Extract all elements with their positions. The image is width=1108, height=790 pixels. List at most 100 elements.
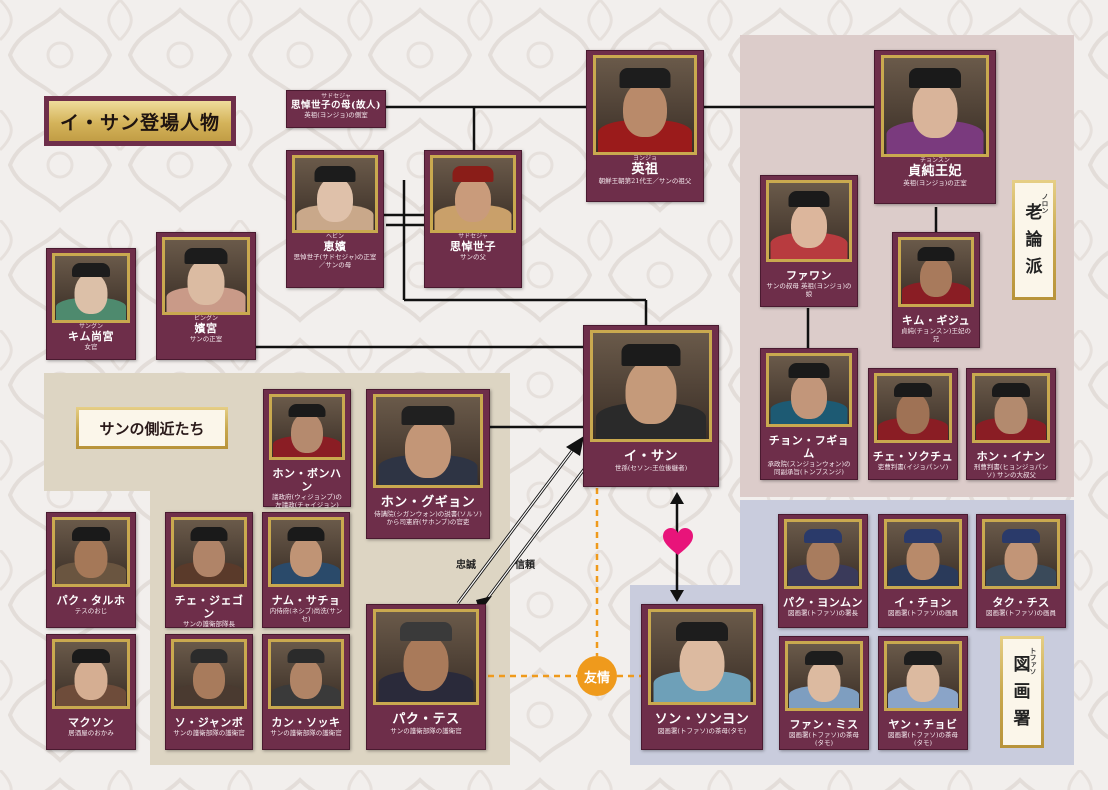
person-name: チェ・ソクチュ [872, 450, 954, 463]
portrait-photo [268, 517, 344, 587]
person-name: チェ・ジェゴン [174, 594, 244, 620]
person-role: 図画署(トファソ)の茶母(タモ) [657, 727, 747, 735]
person-card-nam-sacho[interactable]: ナム・サチョ内侍府(ネシブ)尚洗(サンセ) [262, 512, 350, 628]
person-role: 図画署(トファソ)の茶母(タモ) [788, 731, 860, 747]
dohwaseo-char-1: 図 [1013, 654, 1031, 675]
person-card-park-daesu[interactable]: パク・テスサンの護衛部隊の護衛官 [366, 604, 486, 750]
portrait-headwear [400, 622, 452, 641]
person-card-kim-guju[interactable]: キム・ギジュ貞純(チョンスン)王妃の兄 [892, 232, 980, 348]
person-role: 議政府(ウィジョンブ)の左議政(チャイジョン) [272, 493, 342, 509]
portrait-photo [52, 517, 130, 587]
portrait-photo [52, 253, 130, 323]
person-role: サンの護衛部隊長 [183, 620, 235, 628]
person-card-so-jangbo[interactable]: ソ・ジャンボサンの護衛部隊の護衛官 [165, 634, 253, 750]
portrait-headwear [804, 529, 842, 543]
person-name: 嬪宮 [194, 322, 218, 335]
person-card-kim-sanggung[interactable]: サングンキム尚宮女官 [46, 248, 136, 360]
portrait-headwear [287, 527, 325, 541]
person-role: 女官 [84, 343, 98, 351]
dohwaseo-ruby: トファソ [1029, 647, 1038, 675]
portrait-photo [766, 180, 852, 262]
person-role: 図画署(トファソ)の茶母(タモ) [887, 731, 959, 747]
person-name: ファン・ミス [789, 718, 859, 731]
portrait-photo [430, 155, 516, 233]
portrait-headwear [788, 191, 830, 207]
portrait-headwear [1002, 529, 1040, 543]
person-ruby [266, 587, 346, 594]
portrait-headwear [904, 529, 942, 543]
person-card-i-chong[interactable]: イ・チョン図画署(トファソ)の画員 [878, 514, 968, 628]
portrait-photo [373, 609, 479, 705]
person-card-jeong-hugyeom[interactable]: チョン・フギョム承政院(スンジョンウォン)の同副承旨(トンブスンジ) [760, 348, 858, 480]
noron-char-2: 論 [1025, 229, 1043, 250]
person-card-jeongsun[interactable]: チョンスン貞純王妃英祖(ヨンジョ)の正室 [874, 50, 996, 204]
portrait-face [807, 661, 841, 702]
portrait-face [290, 659, 322, 699]
chart-title-text: イ・サン登場人物 [49, 101, 231, 141]
noron-ruby: ノロン [1041, 193, 1050, 214]
portrait-photo [784, 519, 862, 589]
person-ruby: サドセジャ [321, 93, 351, 100]
portrait-face [920, 257, 952, 297]
person-name: 思悼世子 [450, 240, 496, 253]
person-ruby [370, 705, 482, 712]
person-ruby [587, 442, 715, 449]
portrait-photo [884, 519, 962, 589]
portrait-face [403, 635, 449, 691]
portrait-headwear [72, 649, 110, 663]
portrait-headwear [909, 68, 961, 88]
portrait-photo [268, 639, 344, 709]
person-role: 図画署(トファソ)の署長 [787, 609, 859, 617]
person-card-kang-sukgi[interactable]: カン・ソッキサンの護衛部隊の護衛官 [262, 634, 350, 750]
portrait-headwear [72, 527, 110, 541]
person-card-park-yongmun[interactable]: パク・ヨンムン図画署(トファソ)の署長 [778, 514, 868, 628]
portrait-headwear [190, 527, 228, 541]
person-card-sado-mother[interactable]: サドセジャ 思悼世子の母(故人) 英祖(ヨンジョ)の側室 [286, 90, 386, 128]
portrait-headwear [314, 166, 356, 182]
friendship-label: 友情 [583, 670, 610, 686]
person-card-tak-chisu[interactable]: タク・チス図画署(トファソ)の画員 [976, 514, 1066, 628]
person-card-bingung[interactable]: ビングン嬪宮サンの正室 [156, 232, 256, 360]
portrait-photo [171, 639, 247, 709]
person-card-hyebin[interactable]: ヘビン恵嬪思悼世子(サドセジャ)の正室／サンの母 [286, 150, 384, 288]
portrait-photo [785, 641, 863, 711]
person-role: 承政院(スンジョンウォン)の同副承旨(トンブスンジ) [767, 460, 851, 476]
person-card-hong-bonghan[interactable]: ホン・ボンハン議政府(ウィジョンブ)の左議政(チャイジョン) [263, 389, 351, 509]
portrait-headwear [904, 651, 942, 665]
person-card-song-yeon[interactable]: ソン・ソンヨン図画署(トファソ)の茶母(タモ) [641, 604, 763, 750]
person-card-isan[interactable]: イ・サン世孫(セソン:王位後継者) [583, 325, 719, 487]
person-role: 朝鮮王朝第21代王／サンの祖父 [598, 177, 692, 185]
portrait-face [679, 635, 725, 691]
person-card-park-talho[interactable]: パク・タルホテスのおじ [46, 512, 136, 628]
portrait-face [74, 537, 108, 578]
person-card-sado[interactable]: サドセジャ思悼世子サンの父 [424, 150, 522, 288]
person-ruby: チョンスン [920, 157, 950, 164]
loyalty-label: 忠誠 [456, 560, 476, 571]
person-card-pan-misu[interactable]: ファン・ミス図画署(トファソ)の茶母(タモ) [779, 636, 869, 750]
person-role: 世孫(セソン:王位後継者) [614, 464, 688, 472]
person-card-hwawan[interactable]: ファワンサンの叔母 英祖(ヨンジョ)の娘 [760, 175, 858, 307]
portrait-photo [373, 394, 483, 488]
person-card-choi-jegon[interactable]: チェ・ジェゴンサンの護衛部隊長 [165, 512, 253, 628]
person-card-choi-seokju[interactable]: チェ・ソクチュ吏曹判書(イジョパンソ) [868, 368, 958, 480]
person-name: 貞純王妃 [907, 164, 962, 179]
person-ruby: ヨンジョ [632, 155, 657, 162]
person-ruby [980, 589, 1062, 596]
person-card-makson[interactable]: マクソン居酒屋のおかみ [46, 634, 136, 750]
person-card-hong-inhan[interactable]: ホン・イナン刑曹判書(ヒョンジョパンソ) サンの大叔父 [966, 368, 1056, 480]
portrait-photo [972, 373, 1050, 443]
person-ruby: サドセジャ [458, 233, 488, 240]
portrait-photo [766, 353, 852, 427]
portrait-photo [593, 55, 697, 155]
person-role: 図画署(トファソ)の画員 [887, 609, 959, 617]
person-ruby [50, 709, 132, 716]
person-name: カン・ソッキ [271, 716, 341, 729]
person-card-yang-chobi[interactable]: ヤン・チョビ図画署(トファソ)の茶母(タモ) [878, 636, 968, 750]
person-card-hong-gugyeong[interactable]: ホン・グギョン侍講院(シガンウォン)の説書(ソルソ)から司憲府(サホンブ)の官吏 [366, 389, 490, 539]
portrait-headwear [619, 68, 671, 88]
portrait-photo [648, 609, 756, 705]
person-card-yeongjo[interactable]: ヨンジョ英祖朝鮮王朝第21代王／サンの祖父 [586, 50, 704, 202]
person-name: パク・テス [392, 712, 460, 727]
portrait-face [291, 413, 323, 453]
person-name: イ・チョン [894, 596, 952, 609]
